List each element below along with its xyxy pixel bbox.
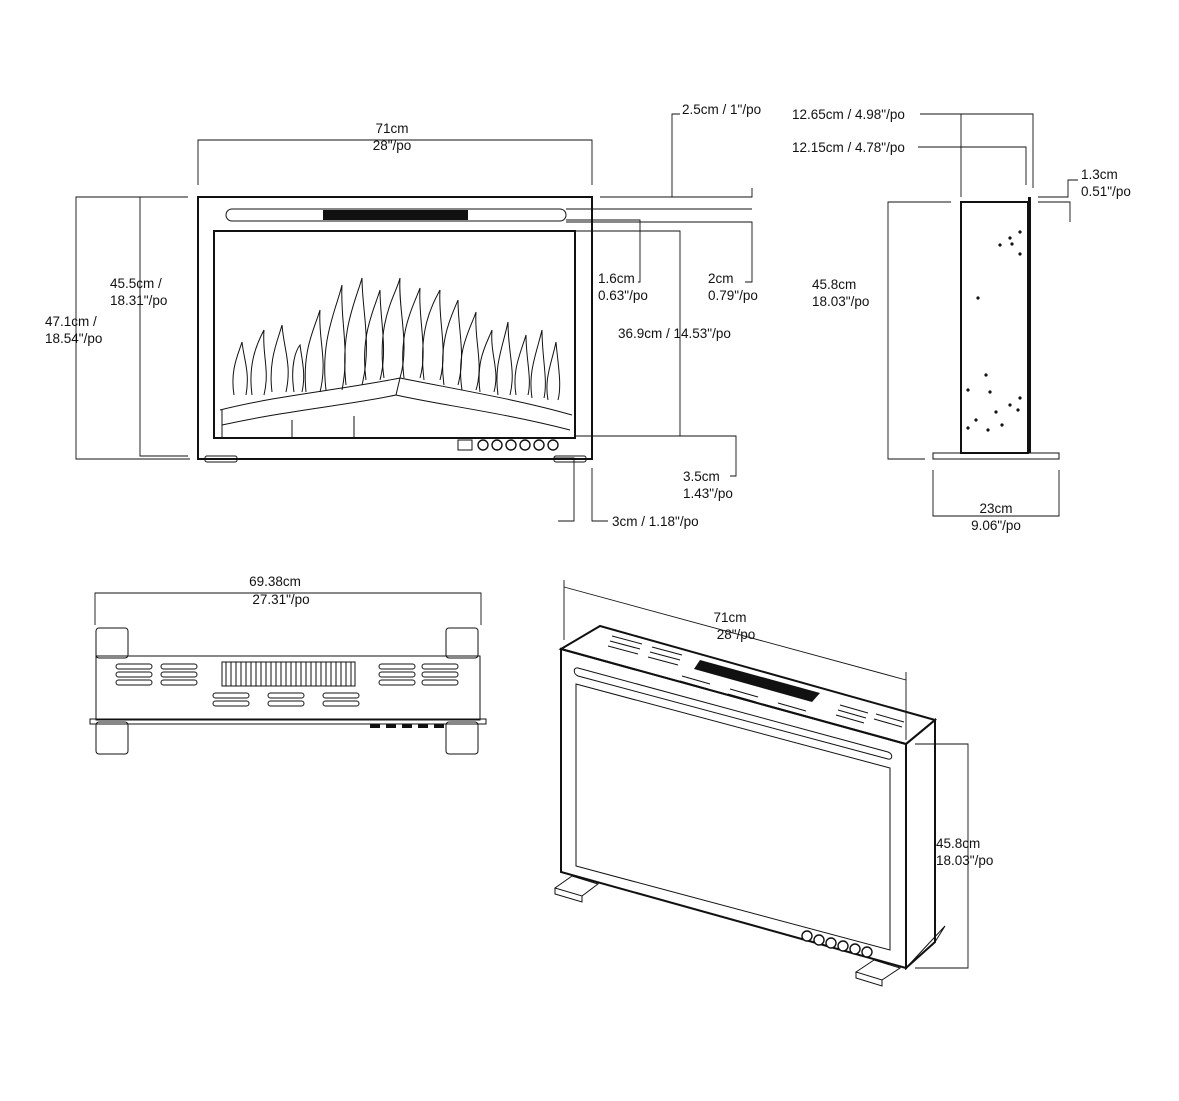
top-switches [370,724,444,728]
control-button [547,439,559,451]
side-trim-label-inch: 0.51"/po [1081,184,1131,199]
front-height-body-label-inch: 18.31"/po [110,293,167,308]
front-display [457,439,473,451]
control-button [519,439,531,451]
side-screws [966,230,1022,432]
iso-foot-right [854,959,902,987]
front-glass-height-label: 36.9cm / 14.53"/po [618,326,731,341]
front-foot-right [553,455,587,463]
front-frame [197,196,593,460]
iso-width-label: 71cm [713,610,746,625]
top-heater-grille [221,661,356,687]
front-height-body-label: 45.5cm / [110,276,162,291]
iso-heater-grille [694,660,820,702]
iso-glass [575,683,891,951]
front-foot-height-label-inch: 1.43"/po [683,486,733,501]
iso-width-label-inch: 28"/po [717,627,756,642]
side-dimension-texts: 12.65cm / 4.98"/po 12.15cm / 4.78"/po 1.… [792,107,1131,533]
iso-height-label-inch: 18.03"/po [936,853,993,868]
side-depth-outer-label: 12.65cm / 4.98"/po [792,107,905,122]
top-foot [445,721,479,755]
iso-height-label: 45.8cm [936,836,980,851]
front-dimension-texts: 71cm 28"/po 45.5cm / 18.31"/po 47.1cm / … [45,102,761,529]
front-strip-offset-label: 1.6cm [598,271,635,286]
top-foot [95,721,129,755]
top-body [95,655,481,721]
front-light-strip [225,208,567,222]
side-body [960,201,1029,454]
front-width-label: 71cm [375,121,408,136]
front-top-offset-label: 2.5cm / 1"/po [682,102,761,117]
front-foot-left [204,455,238,463]
top-width-label: 69.38cm [249,574,301,589]
front-dimension-lines [75,113,753,522]
side-view: 12.65cm / 4.98"/po 12.15cm / 4.78"/po 1.… [792,107,1131,533]
front-heater-vent [323,210,468,220]
iso-view: 71cm 28"/po 45.8cm 18.03"/po [553,580,993,987]
top-foot [95,627,129,659]
control-button [477,439,489,451]
top-view: 69.38cm 27.31"/po [89,574,487,755]
side-base-label: 23cm [979,501,1012,516]
side-height-label-inch: 18.03"/po [812,294,869,309]
front-glass-offset-label-inch: 0.79"/po [708,288,758,303]
side-trim [1028,197,1031,453]
front-glass [213,230,576,439]
front-height-total-label: 47.1cm / [45,314,97,329]
front-glass-offset-label: 2cm [708,271,734,286]
side-height-label: 45.8cm [812,277,856,292]
control-button [505,439,517,451]
front-foot-height-label: 3.5cm [683,469,720,484]
side-trim-label: 1.3cm [1081,167,1118,182]
iso-dimension-lines [563,580,969,969]
top-dimension-lines [94,592,482,625]
front-height-total-label-inch: 18.54"/po [45,331,102,346]
front-flames [232,277,561,401]
top-front-trim [89,718,487,725]
front-view: 71cm 28"/po 45.5cm / 18.31"/po 47.1cm / … [45,102,761,529]
top-foot [445,627,479,659]
front-control-buttons [477,439,559,451]
control-button [491,439,503,451]
top-vent-slots [115,663,459,707]
side-base-label-inch: 9.06"/po [971,518,1021,533]
front-width-label-inch: 28"/po [373,138,412,153]
top-grille-fins [225,662,352,686]
iso-side-face [905,717,936,971]
side-dimension-lines [887,113,1078,517]
iso-control-buttons [801,930,873,958]
iso-base [905,925,946,969]
side-depth-inner-label: 12.15cm / 4.78"/po [792,140,905,155]
top-width-label-inch: 27.31"/po [252,592,309,607]
iso-foot-left [553,875,600,903]
control-button [533,439,545,451]
front-logs [219,377,573,438]
iso-top-face [558,624,938,746]
iso-light-strip [573,667,893,760]
front-foot-inset-label: 3cm / 1.18"/po [612,514,699,529]
side-base [932,452,1060,460]
front-strip-offset-label-inch: 0.63"/po [598,288,648,303]
iso-vents [607,635,905,728]
